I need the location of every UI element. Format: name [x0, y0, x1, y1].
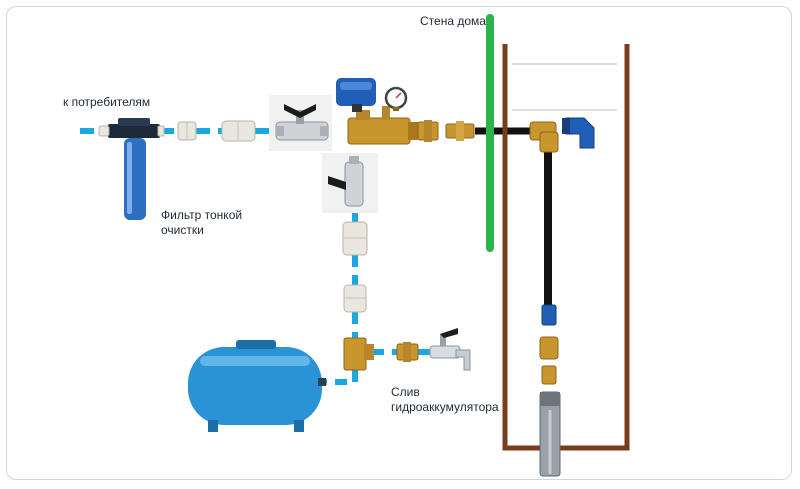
water-line-vertical — [325, 212, 358, 385]
label-drain-line2: гидроаккумулятора — [391, 400, 499, 414]
compression-coupling — [541, 304, 557, 326]
label-house-wall: Стена дома — [420, 14, 486, 28]
pressure-switch-icon — [336, 78, 376, 112]
brass-elbow — [529, 121, 559, 153]
coupling-white — [343, 284, 367, 313]
hydroaccumulator-tank-icon — [188, 340, 326, 432]
coupling-white — [342, 221, 368, 256]
coupling-white — [177, 121, 197, 141]
brass-nipple — [417, 120, 439, 142]
brass-adapter — [445, 121, 475, 141]
coupling-white — [221, 120, 256, 142]
drain-tap-icon — [429, 328, 471, 371]
label-fine-filter-line2: очистки — [161, 223, 204, 237]
well-casing — [502, 44, 630, 451]
label-to-consumers: к потребителям — [63, 95, 150, 109]
ball-valve-icon — [322, 153, 378, 213]
ball-valve-icon — [269, 95, 332, 151]
label-fine-filter-line1: Фильтр тонкой — [161, 208, 242, 222]
submersible-pump-icon — [539, 391, 561, 477]
pressure-gauge-icon — [384, 86, 408, 111]
brass-nipple — [396, 342, 419, 362]
diagram-frame — [6, 6, 792, 480]
filter-housing-icon — [98, 118, 165, 220]
brass-nipple — [541, 365, 557, 385]
compression-elbow — [562, 117, 595, 149]
brass-nipple — [539, 336, 559, 360]
five-way-fitting — [347, 106, 418, 145]
brass-tee — [343, 337, 374, 371]
house-wall — [486, 14, 494, 252]
label-drain-line1: Слив — [391, 385, 420, 399]
